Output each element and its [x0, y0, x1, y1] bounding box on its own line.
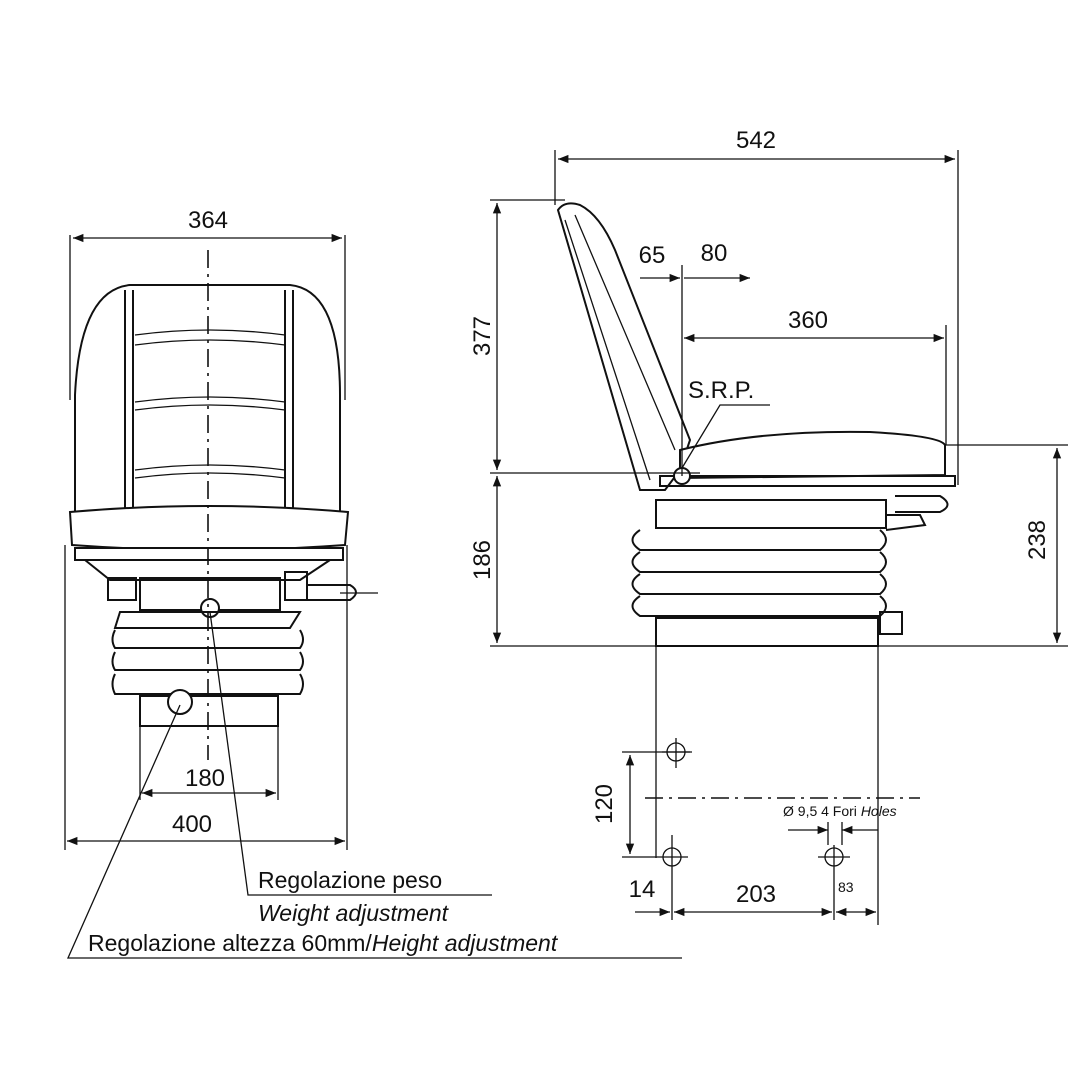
label-height: Regolazione altezza 60mm/Height adjustme…	[88, 930, 559, 956]
dim-offset-front: 80	[701, 240, 728, 267]
seat-cushion-side	[679, 430, 946, 480]
label-height-en: Height adjustment	[372, 930, 559, 956]
side-view: 542 65 80 360 S.R.P. 377 186 238	[469, 127, 1068, 647]
backrest-side	[556, 202, 692, 491]
label-weight-it: Regolazione peso	[258, 867, 442, 893]
dim-right-offset: 83	[838, 879, 854, 895]
dim-depth-total: 542	[736, 127, 776, 154]
seat-cushion-front	[68, 505, 350, 551]
backrest-front	[74, 284, 341, 516]
label-srp: S.R.P.	[688, 377, 754, 404]
bellows-side	[631, 529, 887, 617]
dim-seat-depth: 360	[788, 307, 828, 334]
mount-hole-top	[662, 738, 692, 768]
mount-hole-bottom-right	[818, 845, 850, 920]
height-knob-front	[167, 689, 193, 715]
dim-base-outer: 400	[172, 811, 212, 838]
dim-suspension-height: 186	[469, 540, 496, 580]
dim-backrest-height: 377	[469, 316, 496, 356]
dim-hole-spacing-y: 120	[591, 784, 618, 824]
mount-hole-bottom-left	[622, 835, 688, 920]
mounting-pattern: 120 Ø 9,5 4 Fori Holes 14 203 83	[591, 646, 920, 925]
dim-offset-back: 65	[639, 242, 666, 269]
front-view: 364 180 400	[64, 207, 682, 959]
hole-spec-it: Ø 9,5 4 Fori	[783, 803, 857, 819]
dim-width-top: 364	[188, 207, 228, 234]
hole-spec-en: Holes	[861, 803, 897, 819]
dim-seat-height: 238	[1024, 520, 1051, 560]
label-weight-en: Weight adjustment	[258, 900, 450, 926]
hole-spec: Ø 9,5 4 Fori Holes	[783, 803, 897, 819]
dim-hole-spacing-x: 203	[736, 881, 776, 908]
dim-edge-offset: 14	[629, 876, 656, 903]
dim-base-inner: 180	[185, 765, 225, 792]
label-height-it: Regolazione altezza 60mm/	[88, 930, 372, 956]
